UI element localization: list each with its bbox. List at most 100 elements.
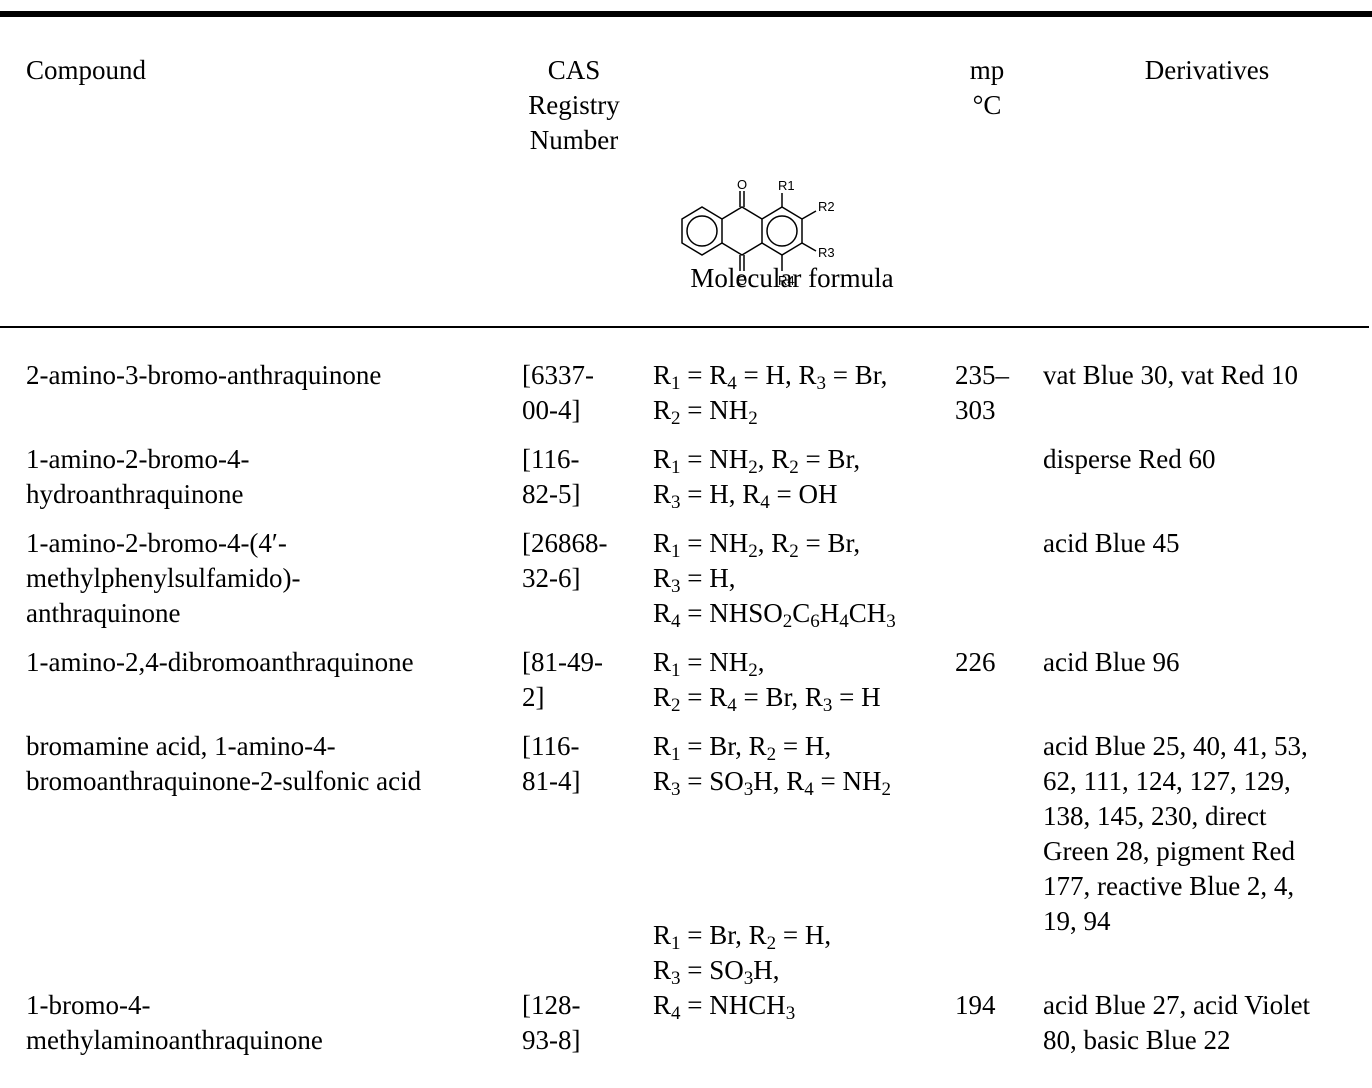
header-compound: Compound — [26, 55, 147, 85]
formula-cell: R1 = NH 2,R2 = R4 = Br, R3 = H — [653, 645, 881, 715]
formula-text: = H, — [680, 563, 736, 593]
formula-line: R2 = R4 = Br, R3 = H — [653, 680, 881, 715]
formula-text: H, — [753, 955, 780, 985]
formula-subscript: 2 — [782, 611, 793, 632]
compound-cell: 1-amino-2-bromo-4- hydroanthraquinone — [26, 444, 250, 509]
mp-cell: 235– 303 — [955, 360, 1009, 425]
formula-subscript: 1 — [671, 744, 681, 765]
formula-text: = Br, — [826, 360, 888, 390]
formula-subscript: 4 — [727, 695, 737, 716]
formula-text: = Br, R — [736, 682, 823, 712]
cas-cell: [116- 81-4] — [522, 731, 581, 796]
formula-text: , R — [757, 528, 790, 558]
formula-subscript: 3 — [743, 968, 754, 989]
oxygen-top-label: O — [737, 177, 747, 192]
formula-subscript: 4 — [671, 611, 681, 632]
r2-label: R2 — [818, 199, 835, 214]
formula-text: = NH — [680, 395, 749, 425]
cas-cell: [128- 93-8] — [522, 990, 581, 1055]
formula-text: = H, R — [680, 479, 761, 509]
formula-subscript: 2 — [766, 744, 777, 765]
formula-line: R1 = Br, R2 = H, — [653, 918, 831, 953]
formula-line: R1 = Br, R2 = H, — [653, 729, 891, 764]
compound-cell: 2-amino-3-bromo-anthraquinone — [26, 360, 382, 390]
formula-subscript: 2 — [766, 933, 777, 954]
formula-subscript: 4 — [727, 373, 737, 394]
formula-text: R — [653, 990, 672, 1020]
compound-cell: 1-amino-2-bromo-4-(4ʹ- methylphenylsulfa… — [26, 528, 301, 628]
formula-text: = H, R — [736, 360, 817, 390]
mp-cell: 194 — [955, 990, 996, 1020]
formula-text: R — [653, 955, 672, 985]
formula-line: R1 = NH2, R2 = Br, — [653, 442, 860, 477]
formula-text: = NHCH — [680, 990, 786, 1020]
formula-text: R — [653, 360, 672, 390]
formula-subscript: 2 — [789, 541, 799, 562]
formula-subscript: 1 — [671, 660, 681, 681]
formula-text: = NH — [680, 647, 749, 677]
formula-text: R — [653, 528, 672, 558]
derivatives-cell: acid Blue 45 — [1043, 528, 1180, 558]
formula-line: R3 = SO3H, R4 = NH2 — [653, 764, 891, 799]
formula-text: = Br, R — [680, 920, 767, 950]
anthraquinone-structure-drawing: O O R1 R2 R3 R4 — [681, 177, 835, 288]
compound-cell: bromamine acid, 1-amino-4- bromoanthraqu… — [26, 731, 422, 796]
formula-text: R — [653, 598, 672, 628]
formula-subscript: 1 — [671, 541, 681, 562]
formula-subscript: 2 — [789, 457, 799, 478]
derivatives-cell: vat Blue 30, vat Red 10 — [1043, 360, 1298, 390]
formula-subscript: 4 — [839, 611, 849, 632]
formula-text: = R — [680, 360, 728, 390]
formula-text: = H — [832, 682, 881, 712]
r1-label: R1 — [778, 178, 795, 193]
formula-subscript: 4 — [760, 492, 770, 513]
formula-text: R — [653, 444, 672, 474]
formula-text: = NH — [680, 444, 749, 474]
header-molecular-formula: Molecular formula — [690, 263, 894, 293]
formula-subscript: 1 — [671, 373, 681, 394]
formula-subscript: 1 — [671, 457, 681, 478]
formula-text: R — [653, 479, 672, 509]
formula-subscript: 6 — [810, 611, 820, 632]
formula-text: R — [653, 731, 672, 761]
formula-text: CH — [848, 598, 887, 628]
formula-line: R4 = NHSO2C6H4CH3 — [653, 596, 896, 631]
formula-subscript: 2 — [748, 408, 758, 429]
formula-subscript: 2 — [671, 695, 681, 716]
formula-subscript: 2 — [671, 408, 681, 429]
formula-cell: R1 = NH2, R2 = Br,R3 = H, R4 = OH — [653, 442, 860, 512]
cas-cell: [6337- 00-4] — [522, 360, 594, 425]
formula-subscript: 3 — [671, 576, 681, 597]
derivatives-cell: acid Blue 96 — [1043, 647, 1180, 677]
anthraquinone-structure: O O R1 R2 R3 R4 — [668, 142, 916, 302]
formula-line: R2 = NH2 — [653, 393, 887, 428]
formula-cell: R1 = R4 = H, R3 = Br,R2 = NH2 — [653, 358, 887, 428]
formula-text: R — [653, 920, 672, 950]
formula-subscript: 3 — [671, 779, 681, 800]
derivatives-cell: disperse Red 60 — [1043, 444, 1216, 474]
cas-cell: [116- 82-5] — [522, 444, 581, 509]
cas-cell: [81-49- 2] — [522, 647, 603, 712]
formula-cell: R1 = Br, R2 = H,R3 = SO3H,R4 = NHCH3 — [653, 918, 831, 1023]
formula-subscript: 1 — [671, 933, 681, 954]
formula-text: R — [653, 682, 672, 712]
compound-cell: 1-bromo-4- methylaminoanthraquinone — [26, 990, 323, 1055]
formula-text: = Br, R — [680, 731, 767, 761]
formula-subscript: 3 — [785, 1003, 796, 1024]
formula-cell: R1 = Br, R2 = H,R3 = SO3H, R4 = NH2 — [653, 729, 891, 799]
formula-text: R — [653, 647, 672, 677]
formula-text: = H, — [776, 731, 832, 761]
formula-text: , — [757, 647, 765, 677]
formula-line: R4 = NHCH3 — [653, 988, 831, 1023]
cas-cell: [26868- 32-6] — [522, 528, 608, 593]
formula-text: = NH — [680, 528, 749, 558]
formula-text: = R — [680, 682, 728, 712]
formula-subscript: 3 — [816, 373, 827, 394]
derivatives-cell: acid Blue 25, 40, 41, 53, 62, 111, 124, … — [1043, 731, 1308, 936]
header-cas-registry-number: CAS Registry Number — [528, 55, 620, 155]
formula-text: = OH — [769, 479, 838, 509]
formula-line: R3 = H, R4 = OH — [653, 477, 860, 512]
formula-subscript: 3 — [822, 695, 833, 716]
formula-subscript: 2 — [748, 457, 758, 478]
formula-text: H — [819, 598, 840, 628]
